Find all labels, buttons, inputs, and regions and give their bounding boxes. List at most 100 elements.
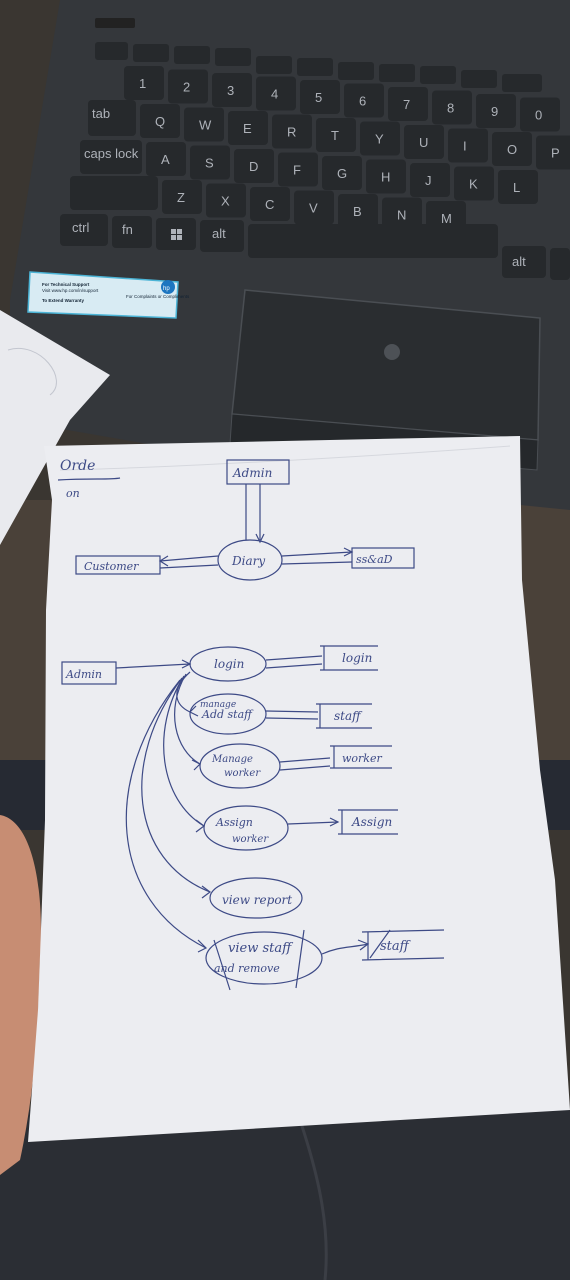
- manage-worker-label-1: Manage: [211, 754, 253, 765]
- view-report-label: view report: [222, 893, 292, 907]
- arrow-head-viewstaff: [197, 939, 208, 953]
- bottom-row-key-label-m: M: [441, 211, 452, 226]
- home-row-key-f: [278, 152, 318, 187]
- hp-logo-text: hp: [163, 286, 170, 292]
- home-row-key-j: [410, 163, 450, 197]
- shift-key: [70, 176, 158, 210]
- alt-gr-key: [502, 246, 546, 278]
- worker-line-2: [279, 765, 331, 771]
- bottom-row-key-label-v: V: [309, 201, 318, 216]
- qwerty-row-key-r: [272, 114, 312, 149]
- staff-line-2: [265, 717, 319, 720]
- home-row-key-label-g: G: [337, 166, 347, 181]
- number-row-key-label-1: 1: [139, 76, 146, 91]
- qwerty-row-key-label-y: Y: [375, 132, 384, 147]
- login-to-store-line: [265, 655, 323, 661]
- scrap-scribble: [7, 347, 57, 396]
- arrow-head-addstaff: [188, 705, 199, 717]
- qwerty-row-key-t: [316, 118, 356, 152]
- arrow-head-assign-flow: [195, 819, 205, 833]
- home-row-key-label-a: A: [161, 152, 170, 167]
- function-row: [95, 42, 542, 92]
- speaker-grill: [95, 18, 135, 28]
- diary-process-label: Diary: [231, 554, 265, 568]
- qwerty-row-key-w: [184, 107, 224, 142]
- qwerty-row-key-label-u: U: [419, 135, 428, 150]
- login-datastore: [320, 645, 378, 671]
- level1-diagram: Admin login login manage Add staff staff…: [61, 645, 445, 991]
- assign-line: [287, 821, 339, 825]
- number-row-key-8: [432, 90, 472, 125]
- bottom-row-key-v: [294, 190, 334, 225]
- home-row-key-l: [498, 170, 538, 204]
- hp-logo-mark: [384, 344, 400, 360]
- view-staff-process: [205, 931, 323, 985]
- home-row-key-label-l: L: [513, 180, 520, 195]
- bottom-row-key-label-b: B: [353, 204, 362, 219]
- flow-login-report: [141, 677, 211, 893]
- number-row-key-label-2: 2: [183, 80, 190, 95]
- alt-key-label: alt: [212, 226, 226, 241]
- staff-datastore-2-strike: [369, 929, 391, 959]
- number-row-key-7: [388, 87, 428, 121]
- number-row-key-1: [124, 66, 164, 100]
- windows-icon: [171, 229, 182, 240]
- corner-note-2: on: [66, 487, 80, 500]
- ctrl-key-label: ctrl: [72, 220, 89, 235]
- sticker-line-2: Visit www.hp.com/in/support: [42, 288, 99, 293]
- home-row-key-s: [190, 145, 230, 180]
- paper-scrap: [0, 310, 110, 545]
- caps-lock-key: [80, 140, 142, 174]
- caps-lock-label: caps lock: [84, 146, 139, 161]
- tab-key: [88, 100, 136, 136]
- home-row-key-a: [146, 142, 186, 176]
- bottom-row-key-b: [338, 194, 378, 228]
- assign-worker-process: [203, 805, 289, 851]
- trouser-seam: [298, 1119, 328, 1280]
- add-staff-top-label: manage: [200, 700, 236, 710]
- assign-datastore: [338, 809, 398, 835]
- admin-to-login-line: [115, 663, 191, 669]
- bottom-row-key-x: [206, 183, 246, 218]
- number-row-key-label-0: 0: [535, 108, 542, 123]
- assign-worker-label-1: Assign: [215, 816, 253, 829]
- manage-worker-process: [199, 743, 281, 789]
- diary-to-right-line: [281, 551, 353, 557]
- number-row-key-4: [256, 76, 296, 111]
- alt-key: [200, 220, 244, 252]
- arrow-head-worker: [191, 759, 202, 771]
- qwerty-row-key-i: [448, 128, 488, 163]
- admin-entity-box: [226, 459, 290, 485]
- qwerty-row-key-label-r: R: [287, 125, 296, 140]
- qwerty-row-key-label-q: Q: [155, 114, 165, 129]
- assign-datastore-label: Assign: [351, 815, 392, 829]
- home-row-key-label-d: D: [249, 159, 258, 174]
- view-staff-line: [321, 943, 369, 955]
- add-staff-label: Add staff: [201, 708, 254, 721]
- right-to-diary-line: [281, 561, 353, 565]
- login-datastore-label: login: [342, 651, 372, 665]
- login-process: [189, 646, 267, 682]
- arrow-head-down: [255, 533, 265, 544]
- ctrl-right-key: [550, 248, 570, 280]
- admin-box: [61, 661, 117, 685]
- tab-key-label: tab: [92, 106, 110, 121]
- paper-fold: [59, 445, 511, 471]
- bottom-row-key-label-c: C: [265, 197, 274, 212]
- worker-datastore: [330, 745, 392, 769]
- add-staff-process: [189, 693, 267, 735]
- number-row-key-9: [476, 94, 516, 128]
- number-row-key-label-6: 6: [359, 94, 366, 109]
- flow-login-assign: [163, 675, 205, 827]
- right-entity-label: ss&aD: [356, 553, 393, 566]
- qwerty-row-key-label-e: E: [243, 121, 252, 136]
- number-row-key-2: [168, 69, 208, 104]
- bottom-row-key-n: [382, 197, 422, 232]
- flow-login-viewstaff: [125, 679, 207, 949]
- sticker-line-4: For Complaints or Compliments: [126, 294, 190, 299]
